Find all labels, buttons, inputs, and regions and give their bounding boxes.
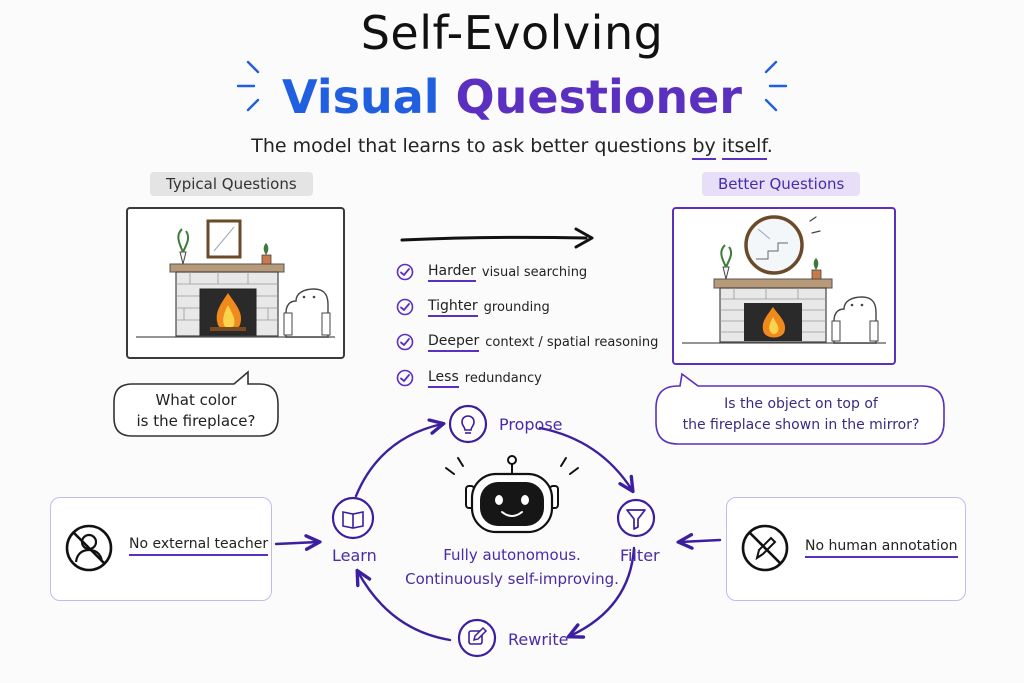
improvement-emphasis: Harder	[428, 263, 476, 282]
no-human-annotation-label: No human annotation	[805, 538, 958, 558]
improvement-text: grounding	[483, 299, 550, 315]
filter-node	[616, 498, 656, 538]
title-line2: Visual Questioner	[0, 70, 1024, 124]
lightbulb-icon	[461, 415, 475, 434]
autonomous-caption: Fully autonomous. Continuously self-impr…	[392, 543, 632, 591]
rewrite-label: Rewrite	[508, 630, 569, 649]
improvement-item: Less redundancy	[396, 366, 542, 390]
improvement-emphasis: Less	[428, 369, 459, 388]
propose-node	[448, 404, 488, 444]
robot-icon	[445, 455, 579, 534]
check-circle-icon	[396, 263, 414, 281]
typical-questions-label: Typical Questions	[150, 172, 313, 196]
subtitle-emphasis-by: by	[692, 135, 716, 160]
edit-icon	[468, 626, 488, 645]
better-question-text: Is the object on top of the fireplace sh…	[658, 394, 944, 436]
improvement-emphasis: Tighter	[428, 298, 478, 317]
title-word-visual: Visual	[282, 70, 440, 124]
subtitle-period: .	[766, 135, 773, 157]
check-circle-icon	[396, 333, 414, 351]
propose-label: Propose	[499, 415, 563, 434]
learn-label: Learn	[332, 546, 377, 565]
typical-question-bubble: What color is the fireplace?	[108, 368, 284, 440]
typical-question-line2: is the fireplace?	[136, 412, 256, 430]
speech-bubble-outline-purple	[655, 372, 945, 445]
improvement-item: Tighter grounding	[396, 295, 550, 319]
check-circle-icon	[396, 369, 414, 387]
typical-question-text: What color is the fireplace?	[114, 390, 278, 432]
improvement-arrow	[400, 227, 594, 249]
subtitle: The model that learns to ask better ques…	[0, 135, 1024, 160]
fireplace-scene-with-mirror	[672, 207, 896, 365]
no-external-teacher-label: No external teacher	[129, 536, 269, 556]
improvement-item: Deeper context / spatial reasoning	[396, 330, 658, 354]
better-question-line2: the fireplace shown in the mirror?	[682, 417, 920, 433]
no-pencil-icon	[741, 524, 789, 572]
title-word-questioner: Questioner	[455, 70, 742, 124]
fireplace-scene-simple	[126, 207, 345, 359]
funnel-icon	[626, 509, 646, 530]
learn-node	[331, 496, 375, 540]
check-circle-icon	[396, 298, 414, 316]
better-question-bubble: Is the object on top of the fireplace sh…	[650, 372, 950, 448]
title-sparkles	[236, 60, 788, 112]
filter-label: Filter	[620, 546, 660, 565]
no-person-icon	[65, 524, 113, 572]
fireplace-mirror-illustration	[682, 215, 886, 344]
improvement-text: redundancy	[464, 370, 542, 386]
improvement-text: visual searching	[481, 264, 588, 280]
no-human-annotation-card: No human annotation	[726, 497, 966, 601]
rewrite-node	[457, 618, 497, 658]
better-questions-label: Better Questions	[702, 172, 861, 196]
no-external-teacher-card: No external teacher	[50, 497, 272, 601]
book-icon	[342, 511, 364, 529]
fireplace-illustration	[136, 219, 335, 338]
improvement-item: Harder visual searching	[396, 260, 587, 284]
speech-bubble-outline	[113, 370, 279, 437]
subtitle-text: The model that learns to ask better ques…	[251, 135, 693, 157]
typical-question-line1: What color	[155, 391, 237, 409]
title-line1: Self-Evolving	[360, 6, 664, 60]
subtitle-emphasis-itself: itself	[721, 135, 767, 160]
autonomous-caption-line2: Continuously self-improving.	[405, 570, 619, 588]
improvement-text: context / spatial reasoning	[485, 334, 659, 350]
autonomous-caption-line1: Fully autonomous.	[443, 546, 581, 564]
better-question-line1: Is the object on top of	[724, 396, 878, 412]
improvement-emphasis: Deeper	[428, 333, 480, 352]
